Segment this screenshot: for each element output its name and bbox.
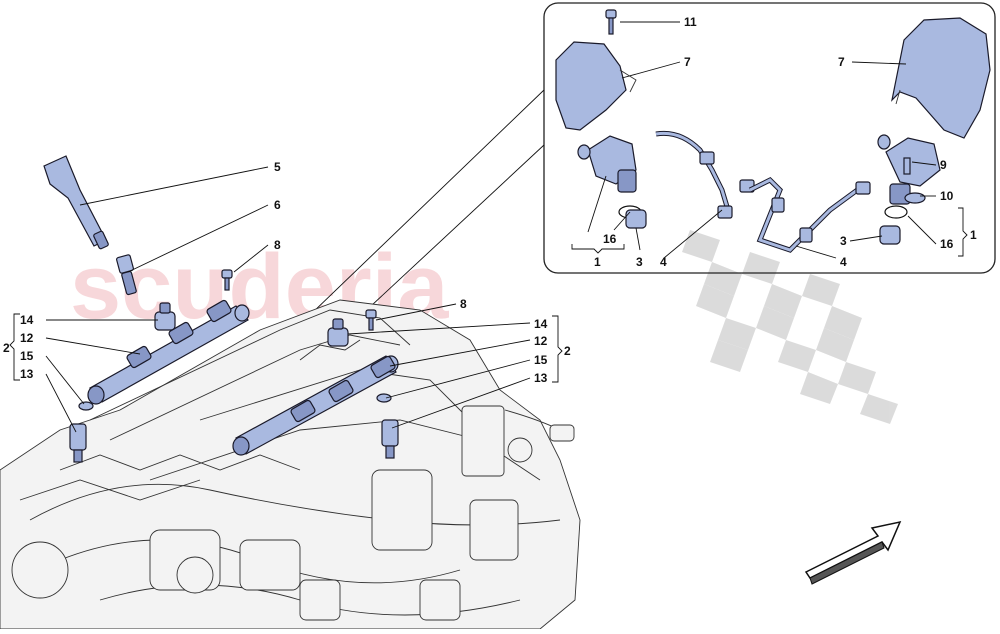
label-5: 5 xyxy=(274,160,281,174)
bracket-group-right xyxy=(552,315,563,383)
screw-11 xyxy=(605,9,617,35)
pump-cover-left xyxy=(555,41,637,131)
fuel-pipe-right xyxy=(748,176,871,253)
screw-right xyxy=(365,309,377,331)
label-16-right: 16 xyxy=(940,237,954,251)
label-1-left: 1 xyxy=(594,255,601,269)
label-7-right: 7 xyxy=(838,55,845,69)
seal-left xyxy=(78,401,94,411)
label-8-right: 8 xyxy=(460,297,467,311)
label-15-right: 15 xyxy=(534,353,548,367)
label-12-right: 12 xyxy=(534,334,548,348)
label-3-left: 3 xyxy=(636,255,643,269)
fuel-rail-right xyxy=(232,355,399,456)
checkered-flag-watermark xyxy=(682,230,898,424)
label-2-left: 2 xyxy=(3,341,10,355)
inset-frame xyxy=(543,2,996,274)
label-1-right: 1 xyxy=(970,228,977,242)
pressure-sensor-left xyxy=(154,302,176,331)
label-14-left: 14 xyxy=(20,313,34,327)
label-3-right: 3 xyxy=(840,234,847,248)
label-8-left: 8 xyxy=(274,238,281,252)
ring-10 xyxy=(904,192,926,204)
label-2-right: 2 xyxy=(564,344,571,358)
label-10: 10 xyxy=(940,189,954,203)
fuel-pipe-left xyxy=(655,130,755,219)
fuel-pump-left xyxy=(577,135,637,193)
pin-9 xyxy=(903,157,911,175)
callout-labels: 5 6 8 8 2 14 12 15 13 14 12 15 13 2 11 7… xyxy=(3,15,977,385)
fuel-rail-left xyxy=(87,299,250,405)
bracket-group-inset-left xyxy=(571,244,625,254)
bracket-group-left xyxy=(9,313,20,381)
screw-left xyxy=(221,269,233,291)
label-4-right: 4 xyxy=(840,255,847,269)
injector-left xyxy=(69,423,87,463)
engine-block xyxy=(0,299,581,630)
label-16-left: 16 xyxy=(603,232,617,246)
spark-plug xyxy=(116,254,137,296)
label-13-right: 13 xyxy=(534,371,548,385)
label-6: 6 xyxy=(274,198,281,212)
injector-right xyxy=(381,419,399,459)
label-7-left: 7 xyxy=(684,55,691,69)
seal-right xyxy=(376,393,392,403)
seal-16-right xyxy=(884,205,908,219)
label-12-left: 12 xyxy=(20,331,34,345)
ignition-coil xyxy=(43,155,109,250)
leader-lines xyxy=(45,21,937,433)
label-4-left: 4 xyxy=(660,255,667,269)
pump-cover-right xyxy=(891,17,991,139)
cup-3-right xyxy=(879,225,901,245)
bracket-group-inset-right xyxy=(958,207,968,257)
label-11: 11 xyxy=(684,15,697,29)
label-15-left: 15 xyxy=(20,349,34,363)
direction-arrow-icon xyxy=(804,520,902,585)
label-9: 9 xyxy=(940,158,947,172)
label-14-right: 14 xyxy=(534,317,548,331)
pressure-sensor-right xyxy=(327,318,349,347)
label-13-left: 13 xyxy=(20,367,34,381)
